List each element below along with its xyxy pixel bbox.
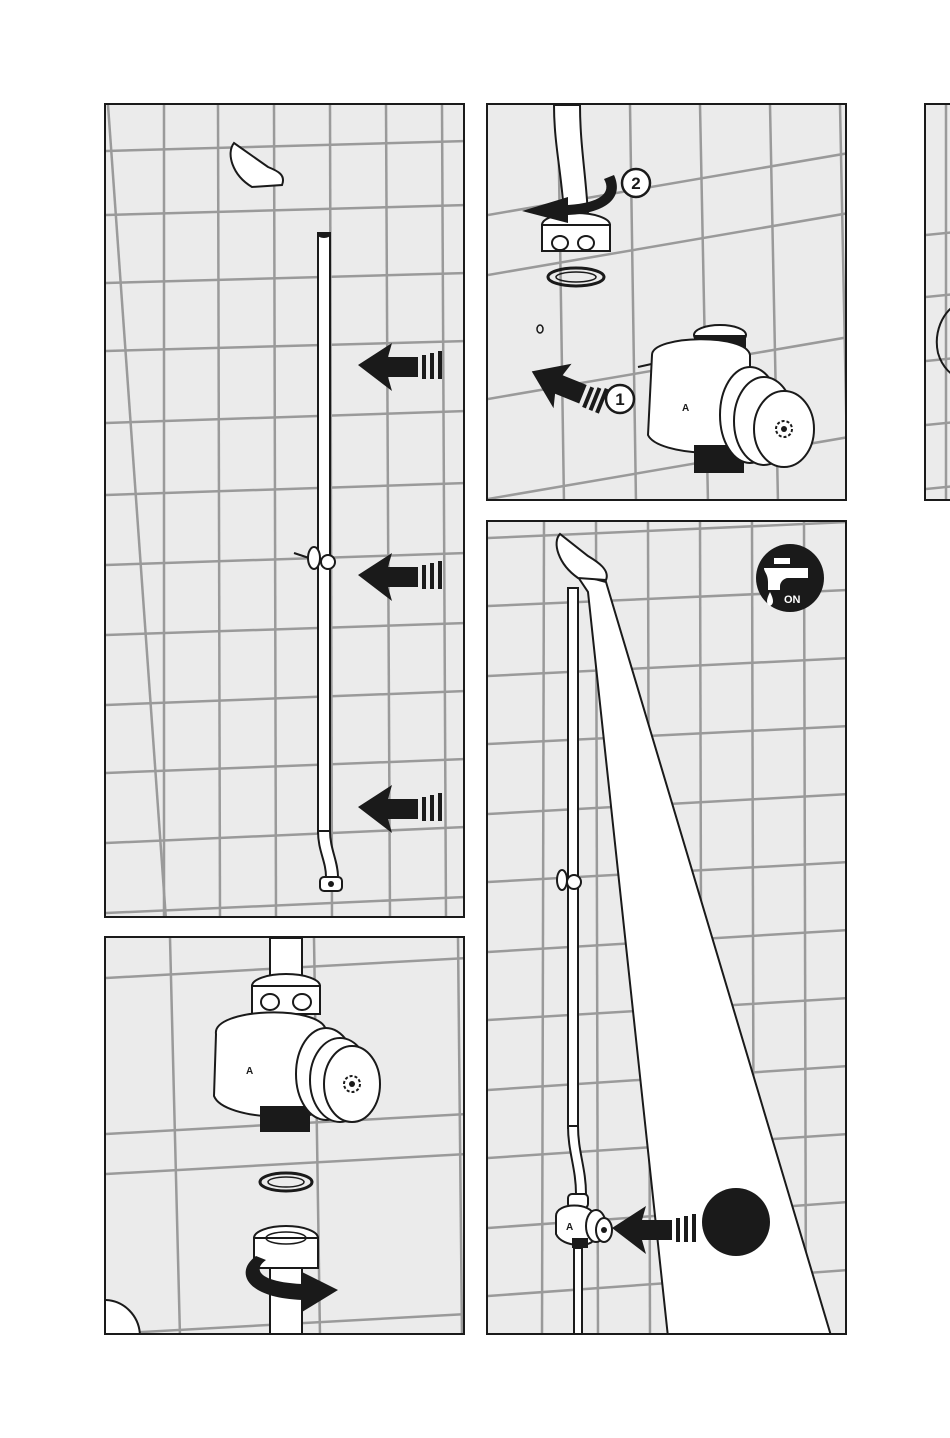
rail-top-cap — [318, 232, 330, 238]
tile-grout-horizontal — [106, 141, 465, 151]
step-two-marker: 2 — [622, 169, 650, 197]
time-flow-valve: A — [214, 1012, 380, 1132]
water-on-badge: ON — [756, 544, 824, 612]
sealing-washer — [260, 1173, 312, 1191]
tile-grout-horizontal — [106, 897, 465, 913]
valve-brand-mark: A — [682, 403, 689, 414]
tile-grout-horizontal — [106, 759, 465, 773]
tile-grout-horizontal — [106, 273, 465, 283]
push-arrow-icon — [358, 343, 442, 391]
tile-grout-horizontal — [488, 658, 847, 676]
corner-tab — [106, 1300, 140, 1335]
panel-cropped — [924, 103, 950, 501]
panel-rail-mounting — [104, 103, 465, 918]
valve-fitting-illustration: 2 1 A — [488, 105, 847, 501]
tile-grout-vertical — [804, 522, 806, 1335]
valve-brand-mark: A — [246, 1066, 253, 1077]
bottom-nut — [320, 877, 342, 891]
lower-pipe — [270, 1268, 302, 1335]
wall-tiles — [926, 105, 950, 501]
tile-grout-horizontal — [106, 553, 465, 565]
step-one-marker: 1 — [606, 385, 634, 413]
tile-grout-vertical — [442, 105, 446, 918]
tile-grout-horizontal — [488, 726, 847, 744]
tile-grout-vertical — [170, 938, 180, 1335]
partial-outline — [937, 301, 950, 379]
wall-hole — [537, 325, 543, 333]
bottom-connection-illustration: A — [106, 938, 465, 1335]
push-arrow-icon — [358, 553, 442, 601]
shower-rail — [318, 233, 330, 833]
water-on-illustration: A ON — [488, 522, 847, 1335]
tile-grout-horizontal — [106, 411, 465, 423]
step-two-label: 2 — [631, 174, 640, 193]
tile-grout-horizontal — [106, 691, 465, 705]
valve-brand-mark: A — [566, 1222, 573, 1233]
press-marker-dot — [702, 1188, 770, 1256]
tile-grout-vertical — [218, 105, 220, 918]
rail-mounting-illustration — [106, 105, 465, 918]
step-one-label: 1 — [615, 390, 624, 409]
time-flow-valve: A — [556, 1194, 612, 1335]
tile-grout-vertical — [274, 105, 276, 918]
tile-grout-horizontal — [488, 522, 847, 538]
panel-valve-fitting: 2 1 A — [486, 103, 847, 501]
water-on-label: ON — [784, 594, 801, 606]
tile-grout-horizontal — [106, 483, 465, 495]
shower-rail — [568, 588, 578, 1128]
rail-bend — [568, 1126, 586, 1194]
sealing-washer — [548, 268, 604, 286]
shower-head — [557, 534, 607, 580]
tile-grout-horizontal — [106, 205, 465, 215]
tile-grout-horizontal — [106, 341, 465, 351]
panel-water-on: A ON — [486, 520, 847, 1335]
wall-tiles — [106, 105, 465, 918]
upper-nut — [252, 974, 320, 1014]
push-arrow-icon — [358, 785, 442, 833]
tile-grout-vertical — [108, 105, 166, 918]
tile-grout-vertical — [458, 938, 462, 1335]
tile-grout-horizontal — [106, 623, 465, 635]
tile-grout-vertical — [630, 105, 636, 501]
panel-bottom-connection: A — [104, 936, 465, 1335]
tile-grout-horizontal — [106, 1154, 465, 1174]
rail-bend — [318, 831, 338, 877]
tile-grout-vertical — [840, 105, 847, 501]
tile-grout-vertical — [542, 522, 544, 1335]
cropped-illustration — [926, 105, 950, 501]
push-button-icon — [601, 1227, 607, 1233]
push-arrow-icon — [522, 351, 612, 425]
